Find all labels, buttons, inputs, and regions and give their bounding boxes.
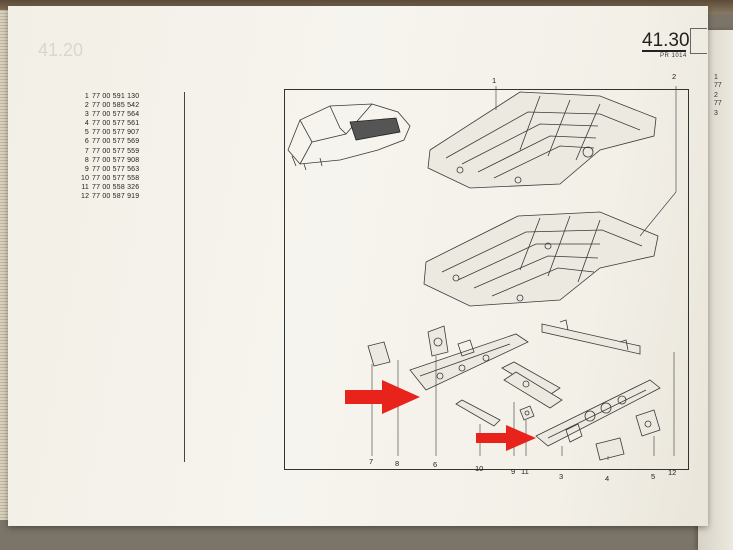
part-number: 77 00 591 130 [92,93,140,100]
small-bracket [519,405,535,421]
next-page-line: 2 [714,92,718,99]
reinforcement-plate [501,361,563,409]
red-arrow-right [476,425,536,451]
part-number: 77 00 577 559 [92,147,140,155]
part-ref: 3 [84,111,89,119]
diagram-ref-4: 4 [605,474,610,483]
part-number: 77 00 585 542 [92,102,140,110]
part-number: 77 00 577 569 [92,138,140,146]
next-page-line: 77 [714,82,722,89]
crossmember-rail [541,319,641,355]
part-ref: 8 [84,156,89,164]
diagram-ref-8: 8 [395,459,400,468]
side-member-left [409,333,529,391]
part-ref: 11 [81,183,89,191]
part-number: 77 00 577 558 [92,174,140,182]
small-plate [595,437,625,461]
diagram-ref-3: 3 [559,472,564,481]
rear-floor-assembly [427,91,657,189]
diagram-ref-2: 2 [672,72,677,81]
part-number: 77 00 577 907 [92,129,140,137]
gusset-plate [427,325,449,357]
part-number: 77 00 577 563 [92,165,140,173]
diagram-ref-11: 11 [521,467,529,476]
diagram-ref-1: 1 [492,76,497,85]
part-number: 77 00 587 919 [92,193,140,201]
part-number: 77 00 577 561 [92,120,140,128]
diagram-ref-10: 10 [475,464,484,473]
part-ref: 2 [84,102,89,110]
next-page-line: 1 [714,74,718,81]
diagram-ref-6: 6 [433,460,438,469]
car-body-thumbnail [287,103,411,171]
part-ref: 10 [81,174,90,182]
part-ref: 7 [84,147,89,155]
part-ref: 5 [84,129,89,137]
part-number: 77 00 558 326 [92,183,140,191]
ghost-page-number: 41.20 [38,40,84,60]
bracket-part [367,341,391,367]
red-arrow-left [345,380,420,414]
page-sub-code: PR 1014 [660,53,687,59]
next-page-line: 3 [714,110,718,117]
page-number: 41.30 [642,30,690,51]
diagram-ref-7: 7 [369,457,374,466]
diagram-frame [284,89,689,470]
column-divider [184,92,185,462]
part-number: 77 00 577 908 [92,156,140,164]
rear-floor-panel [423,211,659,307]
side-member-right [535,379,661,447]
diagram-ref-9: 9 [511,467,516,476]
annotation-arrows [345,380,536,451]
part-ref: 12 [81,193,90,201]
page-tab-marker [690,28,707,54]
diagram-ref-12: 12 [668,468,677,477]
part-ref: 6 [84,138,89,146]
page-number-underline [642,50,686,52]
diagram-ref-5: 5 [651,472,656,481]
next-page-line: 77 [714,100,722,107]
part-ref: 4 [84,120,89,128]
closing-plate [635,409,661,437]
part-ref: 1 [84,93,89,100]
part-number: 77 00 577 564 [92,111,140,119]
part-ref: 9 [84,165,89,173]
strip-part [455,399,501,427]
